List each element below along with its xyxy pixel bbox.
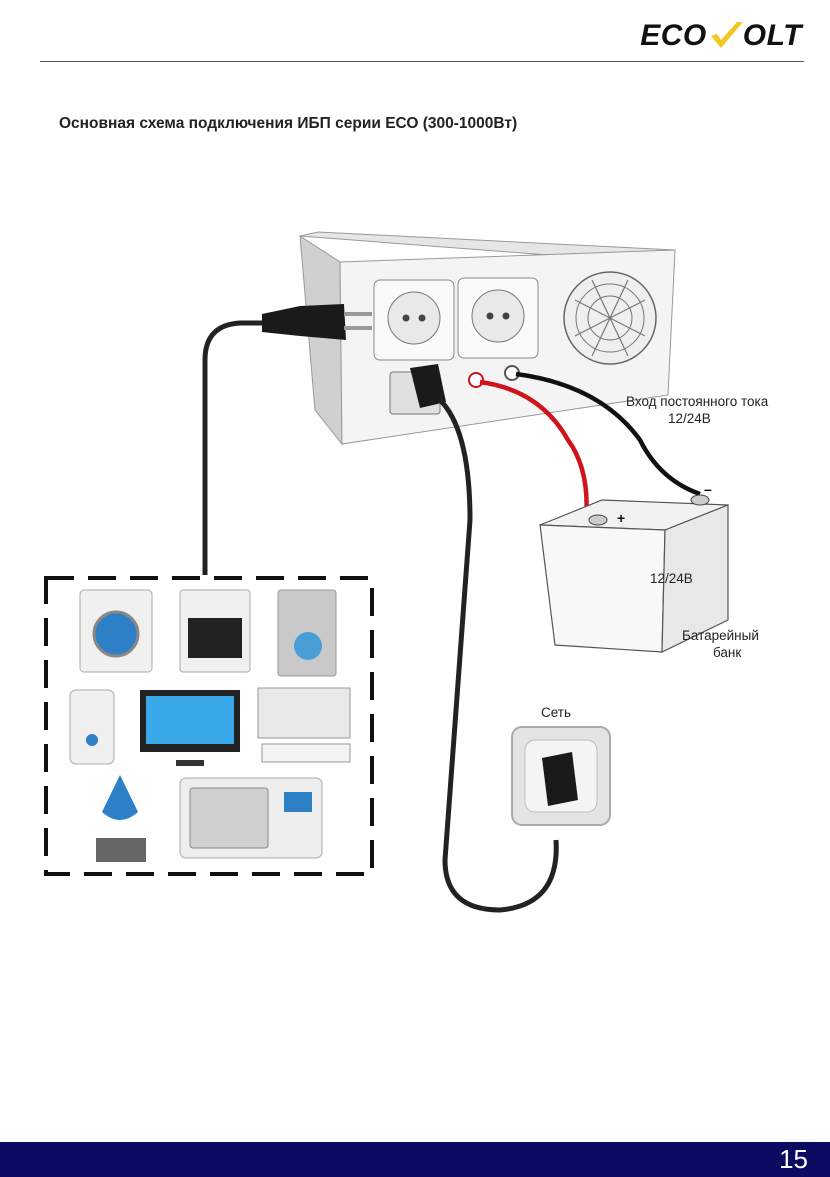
ecovolt-logo: ECO OLT [640,14,802,58]
air-conditioner-icon [257,687,351,763]
water-cooler-icon [96,775,146,862]
oven-icon [179,589,251,673]
battery-minus-sign: – [704,481,712,497]
logo-text-volt: OLT [742,19,802,52]
battery-voltage-label: 12/24В [650,571,693,586]
washing-machine-icon [79,589,153,673]
television-icon [140,690,240,766]
page-title: Основная схема подключения ИБП серии ЕСО… [59,115,518,132]
load-area [44,576,374,876]
load-cable [202,320,262,575]
footer-bar: 15 [0,1142,830,1177]
header-divider [40,61,804,62]
page-number: 15 [779,1144,808,1174]
refrigerator-icon [277,589,337,677]
battery-label-line1: Батарейный [682,628,759,643]
water-heater-icon [69,689,115,765]
logo-check-icon [710,22,743,48]
microwave-icon [179,777,323,859]
battery-plus-sign: + [617,510,625,526]
fan-grille-icon [563,271,657,365]
mains-cable [438,398,559,913]
input-plug-icon [410,364,446,408]
battery-bank [539,494,729,653]
load-plug-icon [262,304,372,340]
connection-diagram: Вход постоянного тока 12/24В 12/24В Бата… [44,231,769,913]
dc-cable-red [479,379,589,521]
ups-unit [299,231,676,446]
battery-label-line2: банк [713,645,741,660]
mains-label: Сеть [541,705,571,720]
dc-input-label-line1: Вход постоянного тока [626,394,769,409]
dc-input-label-line2: 12/24В [668,411,711,426]
wall-outlet [511,726,611,826]
dc-terminal-positive [468,372,484,388]
dc-cable-black [515,371,701,497]
logo-text-eco: ECO [640,19,707,52]
